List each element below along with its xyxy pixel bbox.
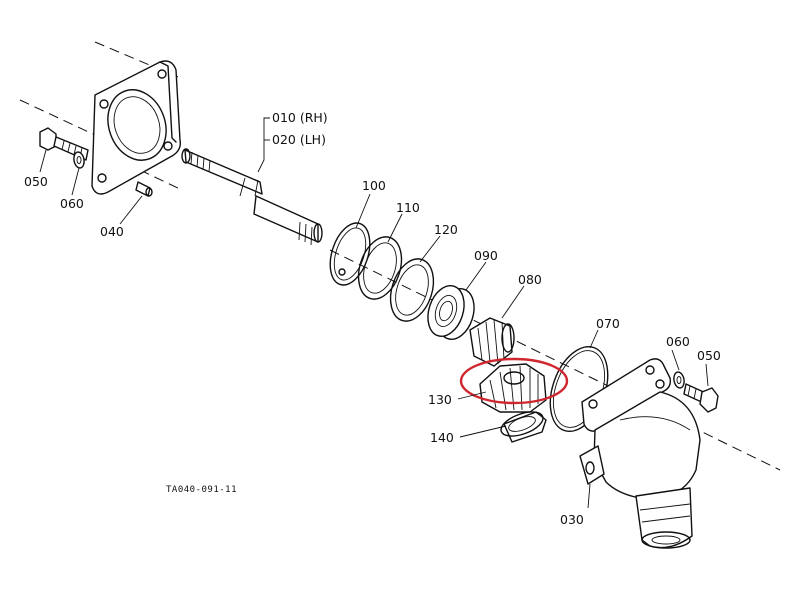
washer-left xyxy=(73,151,85,169)
label-010: 010 (RH) xyxy=(272,110,328,125)
collar-bushing xyxy=(500,411,547,443)
drawing-code: TA040-091-11 xyxy=(166,485,237,495)
final-drive-case xyxy=(579,358,701,549)
bolt-right xyxy=(683,383,719,413)
label-070: 070 xyxy=(596,316,620,331)
highlight-circle xyxy=(459,357,569,405)
label-040: 040 xyxy=(100,224,124,239)
shim-ring xyxy=(357,236,403,300)
label-130: 130 xyxy=(428,392,452,407)
snap-ring xyxy=(329,222,371,286)
label-090: 090 xyxy=(474,248,498,263)
housing-flange-plate xyxy=(91,60,182,195)
axis-lines xyxy=(19,41,781,471)
label-050-right: 050 xyxy=(697,348,721,363)
axle-shaft xyxy=(181,148,323,246)
label-110: 110 xyxy=(396,200,420,215)
bevel-gear xyxy=(479,363,547,413)
label-050-left: 050 xyxy=(24,174,48,189)
bevel-pinion-gear xyxy=(469,317,515,367)
label-140: 140 xyxy=(430,430,454,445)
ball-bearing xyxy=(427,285,475,340)
label-100: 100 xyxy=(362,178,386,193)
label-020: 020 (LH) xyxy=(272,132,326,147)
leader-lines xyxy=(39,117,709,509)
label-080: 080 xyxy=(518,272,542,287)
label-120: 120 xyxy=(434,222,458,237)
label-030: 030 xyxy=(560,512,584,527)
bolt-left xyxy=(39,127,89,161)
dowel-pin xyxy=(135,181,153,197)
washer-right xyxy=(673,371,685,389)
part-labels: 010 (RH) 020 (LH) 050 060 040 100 110 12… xyxy=(24,110,721,527)
label-060-left: 060 xyxy=(60,196,84,211)
label-060-right: 060 xyxy=(666,334,690,349)
